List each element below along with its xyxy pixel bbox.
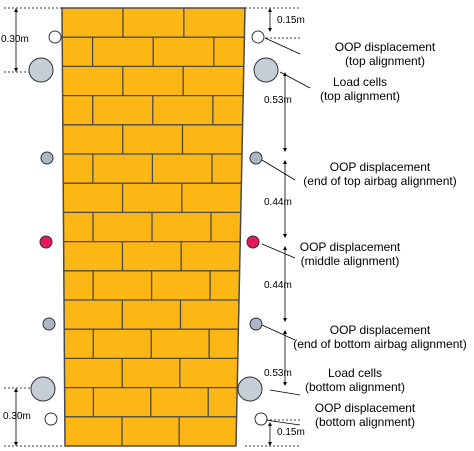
leader-lines [261,37,311,426]
dim-right-top-gap: 0.15m [277,15,305,26]
label-oop-bottom: OOP displacement (bottom alignment) [300,401,430,430]
loadcell-top-left [28,57,54,83]
oop-middle-right [246,235,260,249]
loadcell-top-right [253,57,279,83]
label-oop-end-top-airbag-line2: (end of top airbag alignment) [303,174,457,189]
label-loadcell-top-line1: Load cells [332,75,388,89]
oop-end-top-airbag-left [40,151,54,165]
label-oop-bottom-line2: (bottom alignment) [314,415,416,430]
right-dimension-lines [245,7,300,447]
sensors [28,30,279,426]
label-oop-end-bottom-airbag: OOP displacement (end of bottom airbag a… [286,323,474,352]
label-oop-middle: OOP displacement (middle alignment) [290,240,410,269]
dim-right-bottom-to-loadcell: 0.53m [264,368,292,379]
oop-middle-left [39,235,53,249]
dim-right-top-to-loadcell: 0.53m [264,95,292,106]
label-loadcell-top: Load cells (top alignment) [300,75,420,104]
oop-top-sensor-left [48,30,62,44]
label-oop-end-top-airbag-line1: OOP displacement [329,160,431,174]
loadcell-bottom-left [30,376,56,402]
brick-wall [61,7,246,447]
label-oop-bottom-line1: OOP displacement [314,401,416,415]
label-oop-end-top-airbag: OOP displacement (end of top airbag alig… [290,160,470,189]
dim-left-top: 0.30m [1,34,29,45]
oop-top-sensor-right [251,30,265,44]
label-loadcell-top-line2: (top alignment) [319,89,401,104]
wall-body [61,7,246,447]
label-loadcell-bottom-line1: Load cells [327,366,383,380]
dim-right-mid-upper: 0.44m [264,197,292,208]
loadcell-bottom-right [237,376,263,402]
label-oop-middle-line2: (middle alignment) [300,254,400,269]
oop-end-bottom-airbag-right [249,317,263,331]
label-oop-end-bottom-airbag-line2: (end of bottom airbag alignment) [293,337,467,352]
label-oop-top-line2: (top alignment) [344,54,426,69]
label-oop-end-bottom-airbag-line1: OOP displacement [329,323,431,337]
left-dimension-lines [4,7,62,447]
dim-right-bottom-gap: 0.15m [277,427,305,438]
oop-end-top-airbag-right [249,151,263,165]
oop-end-bottom-airbag-left [42,317,56,331]
dim-left-bottom: 0.30m [3,411,31,422]
label-oop-top: OOP displacement (top alignment) [300,40,470,69]
label-oop-top-line1: OOP displacement [334,40,436,54]
oop-bottom-sensor-right [254,412,268,426]
label-loadcell-bottom-line2: (bottom alignment) [304,380,406,395]
dim-right-mid-lower: 0.44m [264,280,292,291]
oop-bottom-sensor-left [44,412,58,426]
label-oop-middle-line1: OOP displacement [299,240,401,254]
label-loadcell-bottom: Load cells (bottom alignment) [295,366,415,395]
